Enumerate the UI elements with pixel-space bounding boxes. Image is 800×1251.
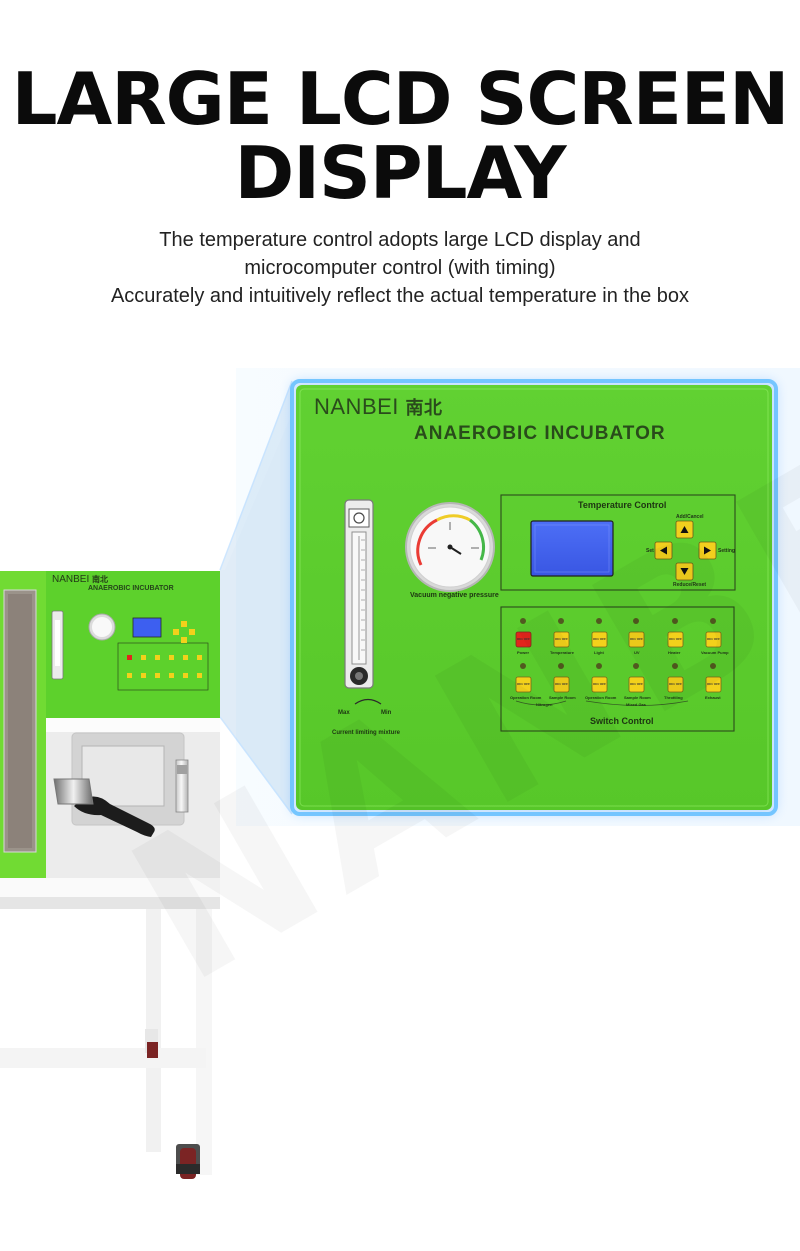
temperature-control-label: Temperature Control	[578, 500, 667, 510]
switch-control-box	[500, 606, 735, 732]
switch-top-label-4: UV	[634, 650, 640, 655]
machine-left-view	[0, 571, 220, 1179]
page-subtitle: The temperature control adopts large LCD…	[0, 226, 800, 310]
pressure-gauge-icon	[405, 502, 495, 592]
switch-bottom-label-1: Operation Room	[510, 695, 542, 700]
subtitle-line-3: Accurately and intuitively reflect the a…	[110, 285, 690, 307]
switch-button-text-10: ON / OFF	[630, 682, 643, 686]
switch-button-text-3: ON / OFF	[593, 637, 606, 641]
switch-top-label-5: Heater	[668, 650, 681, 655]
page-title: LARGE LCD SCREEN DISPLAY	[0, 62, 800, 210]
vacuum-negative-pressure-label: Vacuum negative pressure	[410, 592, 499, 599]
setting-label: Setting	[718, 548, 735, 554]
switch-top-label-1: Power	[517, 650, 530, 655]
machine-brand-cn: 南北	[92, 575, 109, 584]
machine-brand-en: NANBEI	[52, 574, 90, 585]
panel-title: ANAEROBIC INCUBATOR	[414, 423, 666, 444]
panel-brand-en: NANBEI	[314, 394, 399, 419]
title-line-2: DISPLAY	[234, 131, 566, 215]
temperature-control-box	[500, 494, 736, 591]
switch-button-text-2: ON / OFF	[555, 637, 568, 641]
zoom-panel	[296, 385, 772, 810]
panel-brand: NANBEI 南北	[314, 394, 443, 420]
switch-button-text-1: ON / OFF	[517, 637, 530, 641]
switch-top-label-6: Vacuum Pump	[701, 650, 729, 655]
switch-button-text-8: ON / OFF	[555, 682, 568, 686]
min-label: Min	[381, 710, 392, 716]
switch-top-label-2: Temperature	[550, 650, 574, 655]
switch-button-text-6: ON / OFF	[707, 637, 720, 641]
switch-bottom-label-2: Sample Room	[549, 695, 576, 700]
nitrogen-group-label: Nitrogen	[536, 702, 553, 707]
switch-bottom-label-3: Operation Room	[585, 695, 617, 700]
max-label: Max	[338, 710, 350, 716]
switch-button-text-4: ON / OFF	[630, 637, 643, 641]
switch-bottom-label-6: Exhaust	[705, 695, 721, 700]
switch-button-text-7: ON / OFF	[517, 682, 530, 686]
switch-bottom-label-5: Throttling	[664, 695, 683, 700]
machine-brand: NANBEI 南北	[52, 574, 108, 585]
mixed-gas-group-label: Mixed Gas	[626, 702, 647, 707]
switch-button-text-11: ON / OFF	[669, 682, 682, 686]
subtitle-line-2: microcomputer control (with timing)	[244, 257, 556, 279]
title-line-1: LARGE LCD SCREEN	[11, 57, 790, 141]
switch-top-label-3: Light	[594, 650, 604, 655]
add-cancel-label: Add/Cancel	[676, 514, 704, 520]
panel-brand-cn: 南北	[405, 398, 443, 419]
reduce-reset-label: Reduce/Reset	[673, 582, 707, 588]
switch-bottom-label-4: Sample Room	[624, 695, 651, 700]
subtitle-line-1: The temperature control adopts large LCD…	[159, 229, 641, 251]
machine-title: ANAEROBIC INCUBATOR	[88, 585, 174, 592]
switch-button-text-9: ON / OFF	[593, 682, 606, 686]
switch-button-text-12: ON / OFF	[707, 682, 720, 686]
switch-control-label: Switch Control	[590, 716, 654, 726]
current-limiting-mixture-label: Current limiting mixture	[332, 730, 401, 736]
flowmeter-icon	[344, 499, 382, 705]
set-label: Set	[646, 548, 654, 554]
switch-button-text-5: ON / OFF	[669, 637, 682, 641]
